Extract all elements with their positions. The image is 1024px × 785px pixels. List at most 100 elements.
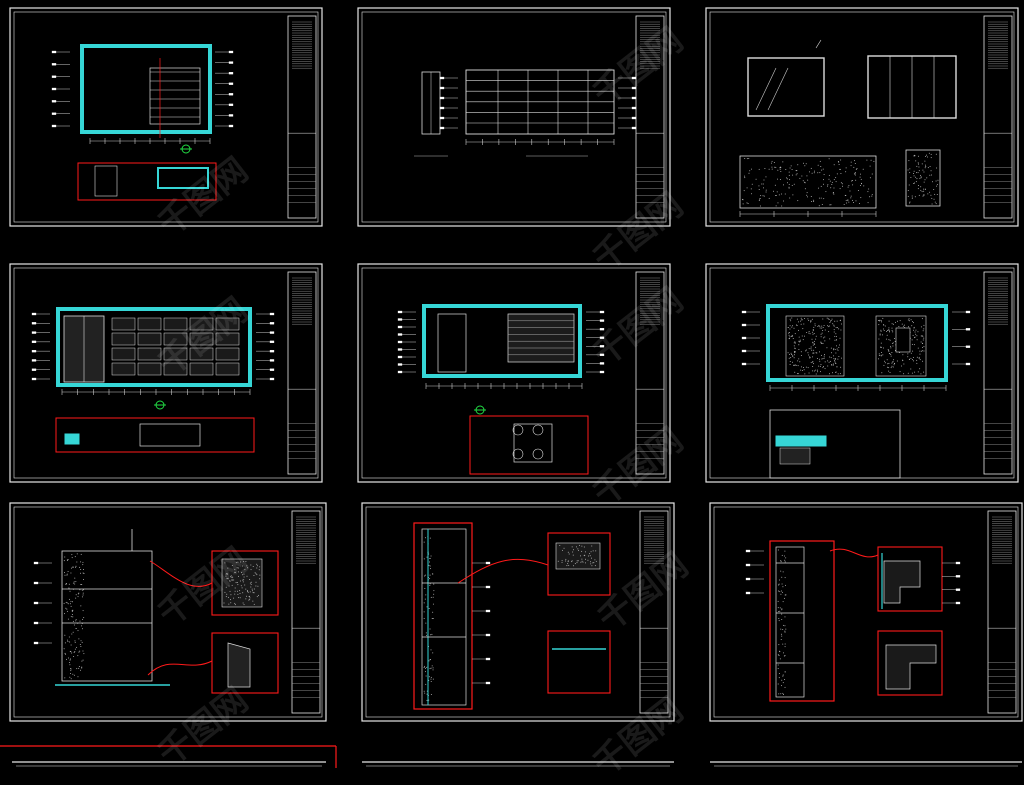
hatch-dot [783, 571, 784, 572]
hatch-dot [782, 161, 783, 162]
annotation-dot [600, 328, 604, 330]
hatch-dot [794, 328, 795, 329]
hatch-dot [915, 177, 916, 178]
hatch-dot [433, 667, 434, 668]
hatch-dot [833, 349, 834, 350]
hatch-dot [783, 201, 784, 202]
hatch-dot [827, 186, 828, 187]
sheet-inner-border [362, 12, 666, 222]
hatch-dot [815, 370, 816, 371]
hatch-dot [871, 160, 872, 161]
annotation-dot [486, 682, 490, 684]
hatch-dot [797, 200, 798, 201]
annotation-dot [600, 371, 604, 373]
hatch-dot [930, 195, 931, 196]
hatch-dot [863, 185, 864, 186]
hatch-dot [64, 635, 65, 636]
hatch-dot [224, 562, 225, 563]
hatch-dot [785, 671, 786, 672]
hatch-dot [887, 367, 888, 368]
sheet-inner-border [710, 268, 1014, 478]
hatch-dot [882, 318, 883, 319]
hatch-dot [254, 604, 255, 605]
hatch-dot [432, 618, 433, 619]
hatch-dot [775, 185, 776, 186]
hatch-dot [813, 353, 814, 354]
sheet-9 [710, 503, 1022, 721]
hatch-dot [429, 565, 430, 566]
hatch-dot [781, 561, 782, 562]
hatch-dot [838, 373, 839, 374]
hatch-dot [778, 668, 779, 669]
hatch-dot [784, 598, 785, 599]
door-panel [748, 58, 824, 116]
hatch-dot [585, 562, 586, 563]
hatch-dot [915, 196, 916, 197]
hatch-dot [744, 176, 745, 177]
hatch-dot [781, 591, 782, 592]
hatch-dot [68, 658, 69, 659]
hatch-dot [919, 354, 920, 355]
plan-wall [776, 436, 826, 446]
hatch-dot [882, 354, 883, 355]
hatch-dot [833, 325, 834, 326]
hatch-dot [782, 592, 783, 593]
hatch-dot [788, 333, 789, 334]
hatch-dot [916, 360, 917, 361]
hatch-dot [805, 182, 806, 183]
hatch-dot [778, 654, 779, 655]
hatch-dot [243, 561, 244, 562]
annotation-dot [52, 88, 56, 90]
hatch-dot [879, 320, 880, 321]
hatch-dot [783, 184, 784, 185]
hatch-dot [70, 591, 71, 592]
annotation-dot [229, 72, 233, 74]
hatch-dot [789, 332, 790, 333]
hatch-dot [780, 171, 781, 172]
hatch-dot [891, 363, 892, 364]
annotation-dot [52, 113, 56, 115]
annotation-dot [746, 564, 750, 566]
hatch-dot [840, 330, 841, 331]
hatch-dot [565, 560, 566, 561]
hatch-dot [64, 556, 65, 557]
hatch-dot [903, 373, 904, 374]
hatch-dot [880, 330, 881, 331]
hatch-dot [916, 335, 917, 336]
hatch-dot [246, 565, 247, 566]
hatch-dot [777, 202, 778, 203]
wall-panel [112, 333, 135, 345]
hatch-dot [68, 603, 69, 604]
hatch-dot [572, 546, 573, 547]
hatch-dot [781, 608, 782, 609]
hatch-dot [929, 192, 930, 193]
hatch-dot [910, 202, 911, 203]
hatch-dot [835, 177, 836, 178]
detail-profile [228, 643, 250, 687]
stone-panel [906, 150, 940, 206]
hatch-dot [909, 185, 910, 186]
hatch-dot [797, 360, 798, 361]
hatch-dot [78, 596, 79, 597]
hatch-dot [79, 651, 80, 652]
hatch-dot [791, 354, 792, 355]
hatch-dot [760, 198, 761, 199]
hatch-dot [592, 562, 593, 563]
hatch-dot [835, 363, 836, 364]
annotation-dot [32, 332, 36, 334]
hatch-dot [858, 190, 859, 191]
hatch-dot [789, 338, 790, 339]
hatch-dot [833, 365, 834, 366]
hatch-dot [577, 560, 578, 561]
chair-icon [513, 449, 523, 459]
hatch-dot [781, 680, 782, 681]
hatch-dot [565, 559, 566, 560]
hatch-dot [251, 569, 252, 570]
wall-panel [190, 348, 213, 360]
chair-icon [533, 425, 543, 435]
hatch-dot [81, 584, 82, 585]
hatch-dot [936, 180, 937, 181]
hatch-dot [253, 575, 254, 576]
hatch-dot [852, 184, 853, 185]
hatch-dot [80, 644, 81, 645]
